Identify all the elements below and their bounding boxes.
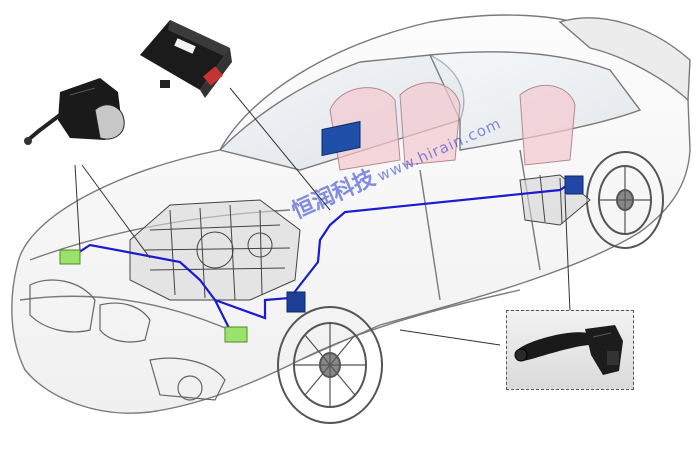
headlamp-actuator-icon — [24, 78, 125, 145]
level-sensor-icon — [514, 325, 623, 375]
front-right-level-sensor — [224, 326, 248, 343]
front-actuator-block — [286, 291, 306, 313]
level-sensor-inset — [506, 310, 634, 390]
control-unit-block — [321, 120, 361, 157]
leader-lines — [74, 87, 571, 346]
front-left-level-sensor — [59, 249, 81, 265]
front-grille — [29, 279, 226, 401]
engine-block — [129, 199, 301, 301]
control-unit-icon — [140, 20, 232, 98]
rear-level-sensor-block — [564, 175, 584, 195]
rear-wheel — [586, 151, 664, 249]
front-wheel — [277, 306, 383, 424]
